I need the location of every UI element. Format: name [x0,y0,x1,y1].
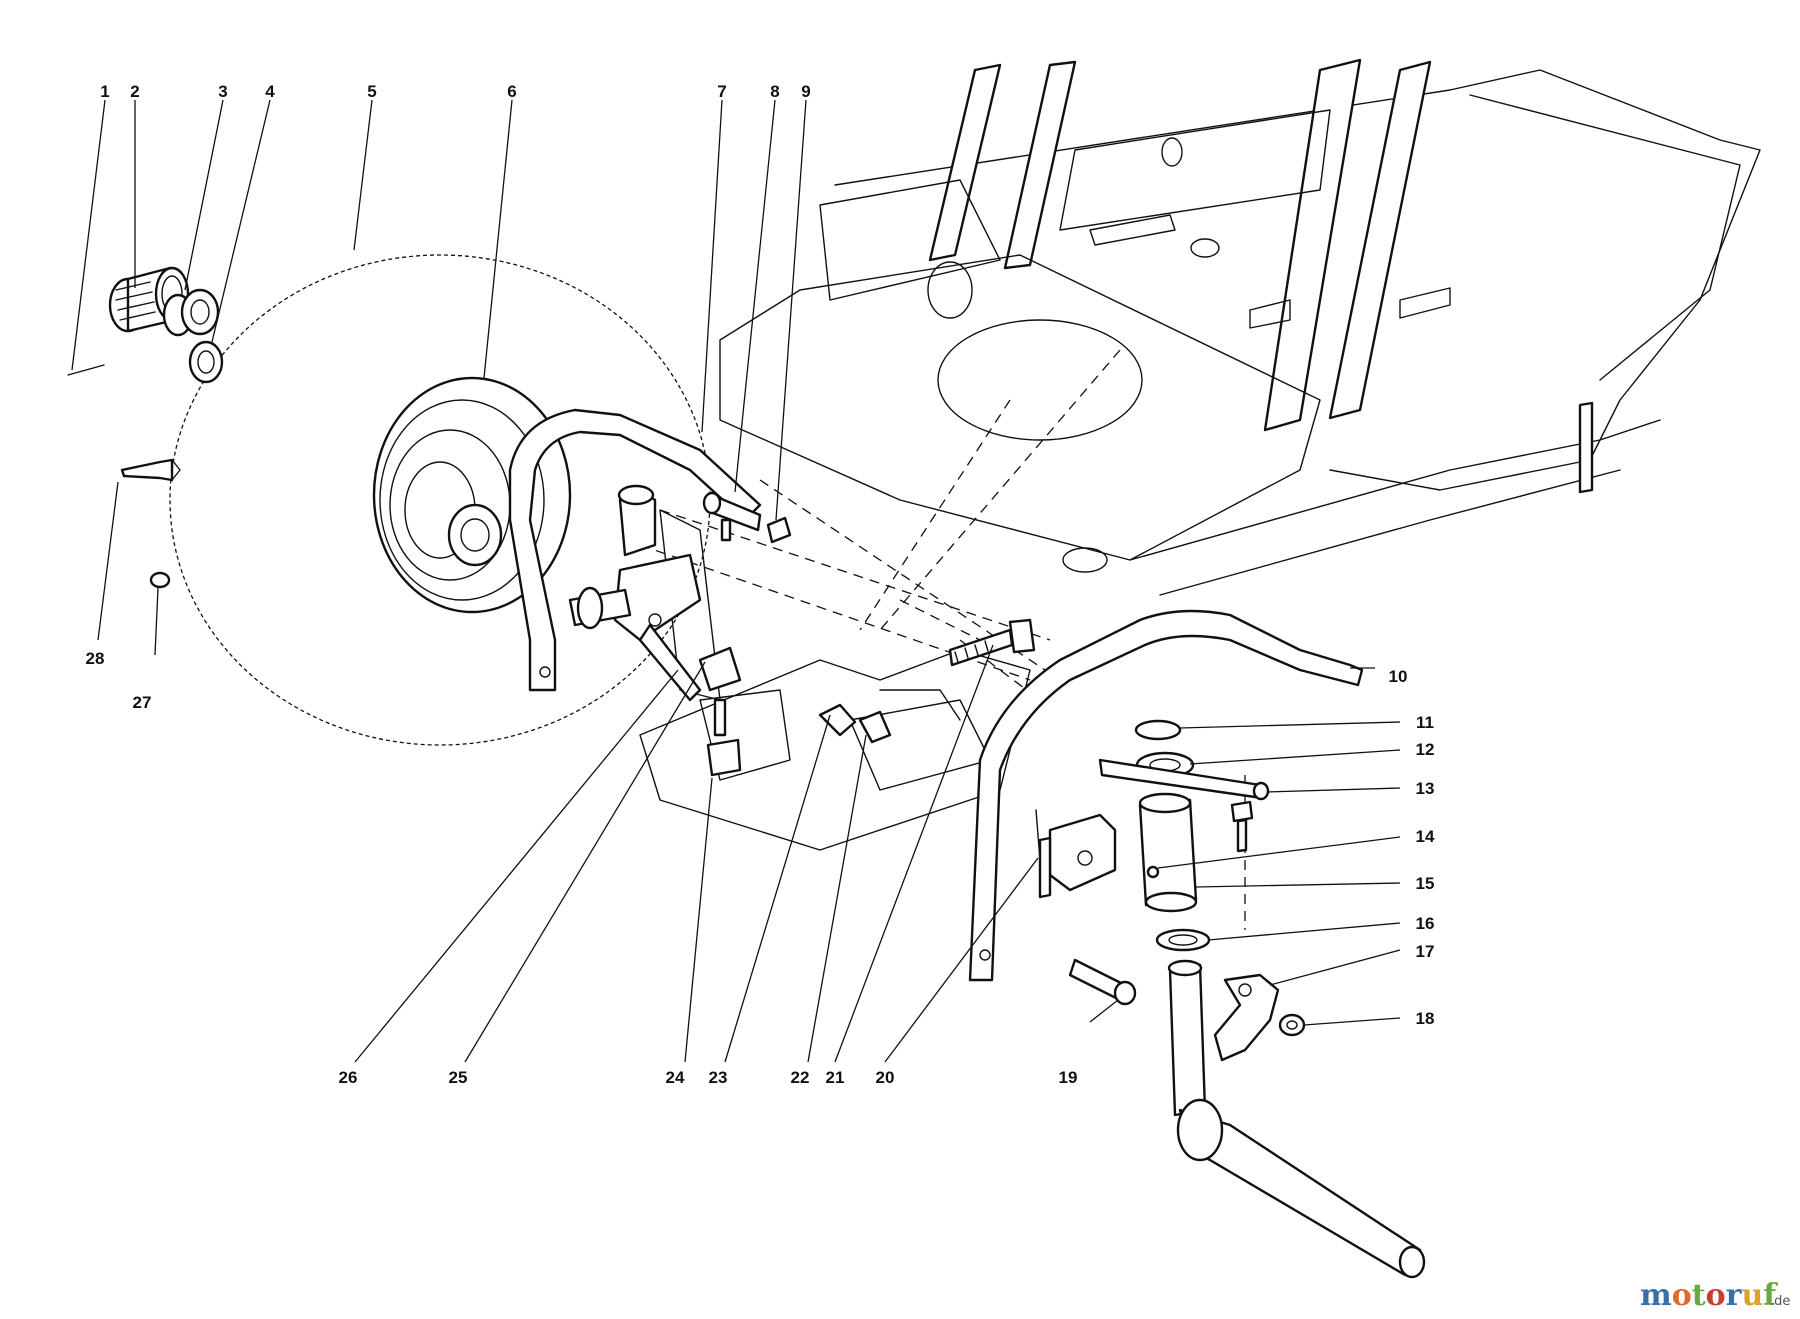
callout-24: 24 [666,1068,685,1087]
callout-26: 26 [339,1068,358,1087]
callout-1: 1 [100,82,109,101]
spindle-shaft-part [1167,959,1426,1279]
callout-11: 11 [1416,713,1434,732]
callout-4: 4 [265,82,275,101]
callout-15: 15 [1416,874,1435,893]
steering-arm-part [1213,973,1280,1062]
callout-25: 25 [449,1068,468,1087]
callout-labels: 1 2 3 4 5 6 7 8 9 10 11 12 13 14 15 16 1… [86,82,1435,1087]
callout-19: 19 [1059,1068,1078,1087]
long-bolt-part [948,618,1036,667]
washer-part [1155,928,1211,952]
callout-21: 21 [826,1068,845,1087]
left-spindle-part [568,484,702,702]
retaining-ring-part [1134,719,1182,741]
watermark-tld: .de [1770,1294,1790,1309]
clevis-pin-part [1068,958,1137,1006]
bearing-part [162,288,220,337]
cotter-pin-part-20 [1035,809,1041,861]
cotter-key-part [67,364,105,376]
nut-part-18 [1278,1013,1306,1037]
callout-9: 9 [801,82,810,101]
callout-3: 3 [218,82,227,101]
callout-12: 12 [1416,740,1435,759]
callout-5: 5 [367,82,376,101]
watermark-brand: motoruf [1640,1278,1778,1313]
callout-6: 6 [507,82,516,101]
callout-27: 27 [133,693,152,712]
callout-14: 14 [1416,827,1435,846]
axle-pin-part [1098,758,1270,801]
callout-8: 8 [770,82,779,101]
valve-stem-part [120,458,181,482]
callout-16: 16 [1416,914,1435,933]
callout-23: 23 [709,1068,728,1087]
front-axle-part [508,408,762,692]
bolt-part-13 [1230,800,1254,853]
right-spindle-bracket-part [1038,813,1117,899]
callout-17: 17 [1416,942,1435,961]
drag-link-part [698,646,892,777]
watermark-logo: motoruf .de [1640,1278,1790,1313]
callout-22: 22 [791,1068,810,1087]
spindle-tube-part [1138,792,1198,913]
tractor-frame [639,58,1761,930]
callout-18: 18 [1416,1009,1435,1028]
spacer-part [188,340,224,384]
leader-lines [71,99,1401,1063]
callout-20: 20 [876,1068,895,1087]
callout-13: 13 [1416,779,1435,798]
callout-7: 7 [717,82,726,101]
valve-cap-part [149,571,171,589]
tie-rod-end-part [702,491,792,544]
callout-28: 28 [86,649,105,668]
callout-2: 2 [130,82,139,101]
callout-10: 10 [1389,667,1408,686]
right-axle-part [968,609,1364,982]
